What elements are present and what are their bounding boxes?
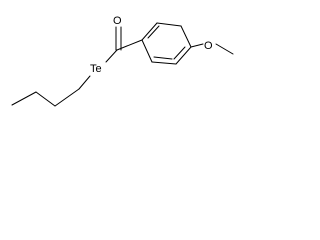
ring-bond-6 xyxy=(141,39,153,63)
ring-bond-3 xyxy=(180,25,192,48)
tellurium-label: Te xyxy=(90,63,102,75)
ring-bond-2 xyxy=(156,22,182,27)
oxygen-carbonyl-label: O xyxy=(113,15,122,27)
ring-inner-bond-3 xyxy=(153,56,173,60)
ring-inner-bond-2 xyxy=(173,46,186,60)
ring-inner-bond-1 xyxy=(147,25,160,39)
butyl-bond-1 xyxy=(11,91,37,106)
carbonyl-ring-bond xyxy=(116,39,143,51)
te-carbonyl-bond xyxy=(105,49,118,63)
ring-bond-5 xyxy=(151,61,177,65)
butyl-bond-3 xyxy=(54,88,80,107)
butyl-te-bond xyxy=(78,75,91,90)
ring-ether-bond xyxy=(190,43,204,48)
ring-bond-4 xyxy=(175,46,192,65)
ring-bond-1 xyxy=(141,22,158,41)
oxygen-ether-label: O xyxy=(204,40,213,52)
ether-methyl-bond xyxy=(215,43,234,55)
chemical-structure: O Te O xyxy=(11,15,234,107)
butyl-bond-2 xyxy=(35,91,56,107)
